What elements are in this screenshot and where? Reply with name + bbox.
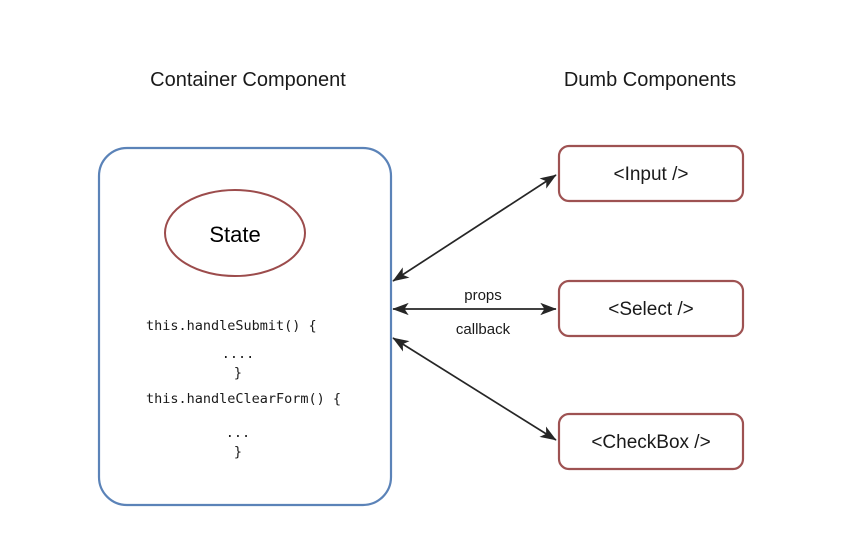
- heading-container-component: Container Component: [150, 69, 346, 91]
- code-line-handle-clearform-close: }: [234, 444, 242, 460]
- code-line-handle-submit-body: ....: [222, 346, 255, 362]
- heading-dumb-components: Dumb Components: [564, 69, 736, 91]
- arrow-container-to-input[interactable]: [392, 174, 557, 282]
- dumb-component-label-input: <Input />: [613, 164, 688, 185]
- edge-label-props: props: [464, 287, 502, 304]
- dumb-component-box-input[interactable]: [557, 144, 745, 203]
- code-line-handle-submit-close: }: [234, 365, 242, 381]
- state-ellipse[interactable]: [164, 189, 306, 277]
- dumb-component-box-checkbox[interactable]: [557, 412, 745, 471]
- arrow-container-to-checkbox[interactable]: [392, 337, 557, 441]
- edge-label-callback: callback: [456, 321, 511, 338]
- code-line-handle-submit-signature: this.handleSubmit() {: [146, 318, 317, 334]
- code-line-handle-clearform-signature: this.handleClearForm() {: [146, 391, 341, 407]
- dumb-component-label-select: <Select />: [608, 299, 694, 320]
- state-label: State: [209, 222, 260, 247]
- code-line-handle-clearform-body: ...: [226, 425, 250, 441]
- dumb-component-label-checkbox: <CheckBox />: [591, 432, 710, 453]
- dumb-component-box-select[interactable]: [557, 279, 745, 338]
